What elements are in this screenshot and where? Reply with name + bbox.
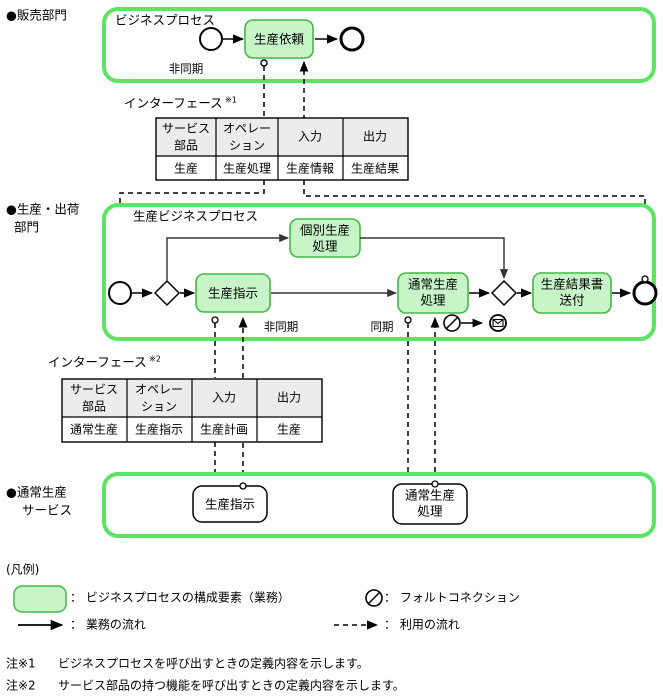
note-1-text: サービス部品の持つ機能を呼び出すときの定義内容を示します。 (58, 678, 405, 693)
interface-2-caption: インターフェース (48, 355, 147, 370)
table2-header-1-line2: ション (141, 400, 177, 414)
task-result-document-send-label-line2: 送付 (559, 293, 584, 308)
interface-1-caption: インターフェース (124, 96, 223, 111)
task-result-document-send (532, 272, 612, 314)
service-normal-return-connector (431, 480, 439, 488)
lane-label-sales: ●販売部門 (6, 8, 67, 23)
legend-fault-slash-icon (367, 591, 381, 605)
table1-cell-0: 生産 (174, 161, 198, 176)
table1-header-bg (156, 118, 408, 156)
legend-group: (凡例) ： ビジネスプロセスの構成要素（業務） ： 業務の流れ ： フォルトコ… (6, 563, 520, 632)
lane-service: ●通常生産 サービス 生産指示 通常生産 処理 (6, 472, 656, 538)
task-production-instruction (195, 273, 271, 313)
task-sales-request (244, 19, 314, 59)
table2-cell-3: 生産 (277, 422, 301, 437)
legend-fault-connection-icon (365, 589, 383, 607)
table1-header-3: 出力 (363, 130, 387, 144)
gateway-split-production (153, 279, 181, 307)
lane-sales: ●販売部門 ビジネスプロセス 生産依頼 非同期 (6, 7, 656, 120)
service-op-normal-production (392, 483, 468, 525)
table1-header-1-line1: オペレー (223, 122, 271, 136)
task-result-document-send-label-line1: 生産結果書 (541, 277, 604, 292)
service-op-normal-production-label-line2: 処理 (417, 504, 443, 519)
lane-container-service (102, 472, 656, 538)
table1-header-0-line2: 部品 (174, 138, 198, 153)
call-connector-normal-production (404, 316, 412, 324)
legend-rounded-green-box-icon (13, 585, 67, 613)
service-op-instruction-label: 生産指示 (205, 497, 255, 512)
service-instruction-return-connector (239, 482, 247, 490)
flow-gw1-to-individual (166, 233, 289, 281)
legend-title: (凡例) (6, 563, 39, 577)
table2-header-0-line2: 部品 (82, 399, 106, 414)
table2-cell-1: 生産指示 (135, 422, 183, 437)
service-op-normal-production-label-line1: 通常生産 (405, 488, 455, 503)
envelope-flap-icon (492, 319, 504, 325)
task-normal-production (397, 272, 469, 314)
call-connector-instruction (211, 316, 219, 324)
task-individual-production-label-line2: 処理 (312, 239, 338, 254)
gateway-merge-production (490, 279, 518, 307)
lane-label-service-line2: サービス (22, 503, 72, 518)
note-0-text: ビジネスプロセスを呼び出すときの定義内容を示します。 (58, 656, 369, 671)
lane-production: ●生産・出荷 部門 生産ビジネスプロセス 個別生産 処理 生産指示 (6, 202, 658, 472)
table1-cell-2: 生産情報 (286, 161, 334, 176)
table1-header-2: 入力 (298, 130, 322, 144)
legend-item-0-text: ： ビジネスプロセスの構成要素（業務） (70, 591, 290, 605)
start-event-production (108, 281, 132, 305)
fault-connection-group-production (443, 314, 507, 332)
return-connector-production-end (641, 275, 649, 283)
notes-group: 注※1 ビジネスプロセスを呼び出すときの定義内容を示します。 注※2 サービス部… (6, 656, 405, 693)
lane-label-production-line1: ●生産・出荷 (6, 202, 79, 217)
production-process-title: 生産ビジネスプロセス (133, 209, 258, 224)
lane-container-sales (102, 7, 656, 83)
table1-header-1-line2: ション (229, 139, 265, 153)
end-event-production (632, 280, 658, 306)
task-sales-request-label: 生産依頼 (254, 32, 305, 47)
table1-outer-border (155, 117, 409, 181)
interface-2-caption-note: ※2 (149, 355, 161, 364)
interface-table-2-group: インターフェース ※2 サービス 部品 オペレー ション 入力 出力 通常生産 … (48, 355, 323, 443)
production-async-label: 非同期 (264, 320, 299, 334)
flow-individual-to-gw2 (360, 237, 509, 279)
sales-process-title: ビジネスプロセス (115, 13, 215, 28)
interface-table-1-group: インターフェース ※1 サービス 部品 オペレー ション 入力 出力 生産 生産… (124, 96, 409, 181)
legend-item-2-text: ： フォルトコネクション (384, 591, 520, 605)
table2-cell-2: 生産計画 (200, 422, 248, 437)
lane-label-service-line1: ●通常生産 (6, 485, 67, 500)
dashed-routing-table2-to-service (210, 442, 244, 486)
table2-header-0-line1: サービス (70, 383, 118, 397)
table1-cell-3: 生産結果 (351, 161, 399, 176)
service-op-instruction (192, 485, 268, 523)
table1-header-0-line1: サービス (162, 122, 210, 136)
legend-item-3-text: ： 利用の流れ (384, 618, 460, 632)
lane-label-production-line2: 部門 (14, 220, 39, 235)
note-0-marker: 注※1 (6, 656, 36, 671)
table2-header-3: 出力 (277, 391, 301, 405)
end-event-sales (339, 26, 365, 52)
table1-cell-1: 生産処理 (223, 161, 271, 176)
start-event-sales (199, 27, 223, 51)
task-production-instruction-label: 生産指示 (208, 286, 258, 301)
table2-cell-0: 通常生産 (70, 422, 118, 437)
task-individual-production-label-line1: 個別生産 (300, 223, 350, 238)
sales-async-label: 非同期 (169, 62, 204, 76)
production-sync-label: 同期 (371, 320, 394, 334)
note-1-marker: 注※2 (6, 678, 36, 693)
fault-connection-slash (445, 316, 459, 330)
table2-header-1-line1: オペレー (135, 383, 183, 397)
task-normal-production-label-line1: 通常生産 (408, 277, 458, 292)
call-connector-sales (260, 59, 268, 67)
legend-item-1-text: ： 業務の流れ (70, 618, 146, 632)
table2-header-2: 入力 (212, 391, 236, 405)
interface-1-caption-note: ※1 (225, 96, 237, 105)
task-normal-production-label-line2: 処理 (420, 293, 446, 308)
